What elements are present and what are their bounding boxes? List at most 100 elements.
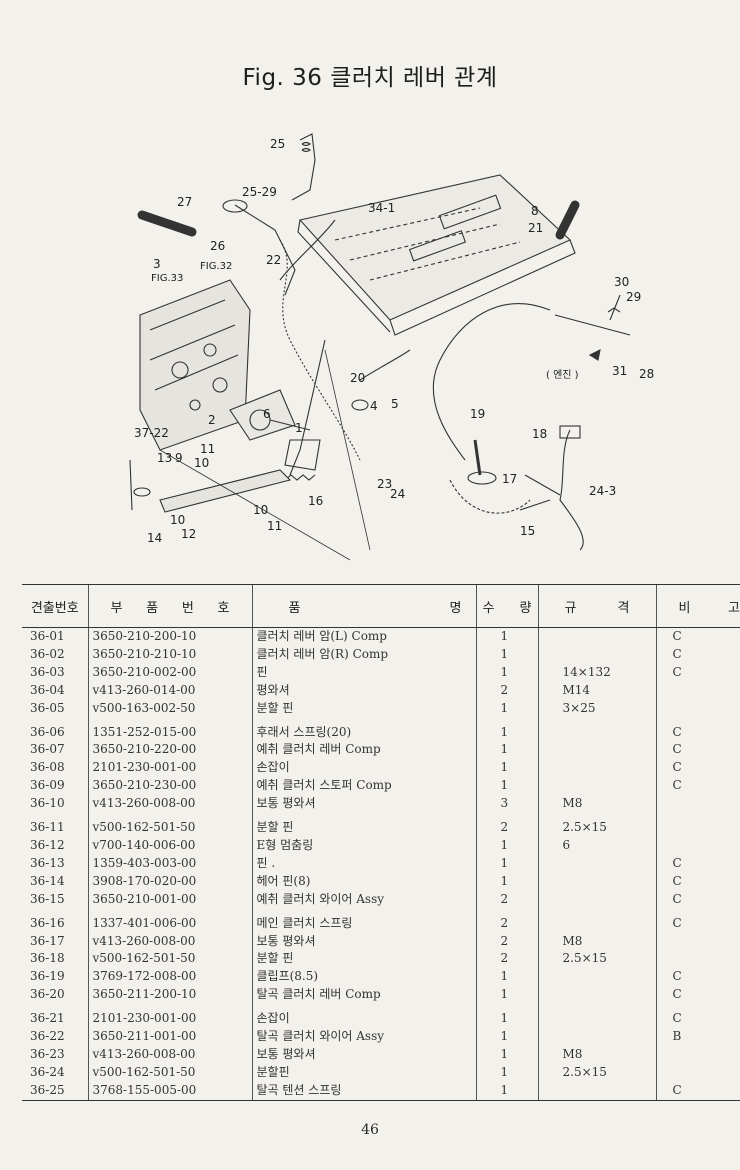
cell-name: 예취 클러치 레버 Comp [251,741,476,760]
cell-no: 36-03 [30,664,65,679]
cell-remark: C [655,627,740,646]
cell-part: 3650-210-220-00 [87,741,252,760]
cell-qty: 2 [475,950,538,969]
cell-qty: 1 [475,741,538,760]
cell-qty: 1 [475,663,538,682]
cell-remark [655,1045,740,1064]
cell-part: 3650-210-230-00 [87,777,252,796]
cell-no: 36-08 [30,760,65,775]
cell-no: 36-04 [30,682,65,697]
cell-qty: 1 [475,1081,538,1101]
cell-part: v413-260-008-00 [87,1045,252,1064]
callout-label: 37-22 [134,426,169,440]
cell-part: v500-162-501-50 [87,950,252,969]
callout-label: 17 [502,472,517,486]
callout-label: 3 [153,257,161,271]
callout-label: 30 [614,275,629,289]
cell-spec: 2.5×15 [537,950,656,969]
cell-no: 36-20 [30,987,65,1002]
cell-remark: C [655,968,740,987]
cell-no: 36-16 [30,915,65,930]
cell-spec: M8 [537,932,656,951]
cell-remark [655,932,740,951]
callout-label: 25 [270,137,285,151]
cell-name: 메인 클러치 스프링 [251,908,476,933]
cell-remark: C [655,717,740,742]
cell-name: 분할핀 [251,1063,476,1082]
callout-label: ( 엔진 ) [546,369,579,381]
cell-qty: 1 [475,1063,538,1082]
cell-part: 2101-230-001-00 [87,759,252,778]
cell-no: 36-01 [30,629,65,643]
cell-qty: 1 [475,1028,538,1046]
cell-name: 헤어 핀(8) [251,872,476,891]
cell-name: 분할 핀 [251,813,476,837]
callout-label: 16 [308,494,323,508]
cell-remark [655,699,740,718]
cell-spec [537,1028,656,1046]
cell-qty: 1 [475,968,538,987]
cell-no: 36-07 [30,742,65,757]
cell-no: 36-10 [30,796,65,811]
cell-name: 손잡이 [251,1004,476,1029]
callout-label: 34-1 [368,201,395,215]
callout-label: 6 [263,407,271,421]
cell-qty: 1 [475,1045,538,1064]
cell-remark: C [655,645,740,664]
cell-name: 핀 [251,663,476,682]
cell-name: 탈곡 클러치 와이어 Assy [251,1028,476,1046]
cell-remark: C [655,1081,740,1101]
cell-name: E형 멈춤링 [251,836,476,855]
cell-spec: 6 [537,836,656,855]
page-title: Fig. 36 클러치 레버 관계 [242,65,498,91]
cell-qty: 1 [475,872,538,891]
callout-label: 9 [175,451,183,465]
cell-no: 36-17 [30,933,65,948]
callout-label: 8 [531,204,539,218]
cell-no: 36-14 [30,873,65,888]
callout-label: 24-3 [589,484,616,498]
cell-name: 평와셔 [251,681,476,700]
cell-spec [537,645,656,664]
callout-label: 11 [267,519,282,533]
cell-part: 1359-403-003-00 [87,854,252,873]
callout-label: 21 [528,221,543,235]
cell-name: 예취 클러치 와이어 Assy [251,890,476,909]
cell-qty: 1 [475,986,538,1005]
callout-label: 13 [157,451,172,465]
callout-label: 29 [626,290,641,304]
page-number: 46 [361,1122,379,1138]
cell-qty: 1 [475,717,538,742]
callout-label: 25-29 [242,185,277,199]
cell-part: v413-260-008-00 [87,795,252,814]
cell-remark: C [655,759,740,778]
cell-no: 36-13 [30,855,65,870]
callout-label: 26 [210,239,225,253]
callout-label: 24 [390,487,405,501]
cell-no: 36-09 [30,778,65,793]
callout-label: 19 [470,407,485,421]
cell-part: 3650-210-210-10 [87,645,252,664]
cell-spec [537,777,656,796]
cell-spec: M14 [537,681,656,700]
cell-name: 보통 평와셔 [251,932,476,951]
cell-qty: 2 [475,813,538,837]
cell-qty: 1 [475,1004,538,1029]
cell-qty: 1 [475,777,538,796]
cell-part: v500-163-002-50 [87,699,252,718]
cell-name: 예취 클러치 스토퍼 Comp [251,777,476,796]
cell-qty: 1 [475,627,538,646]
cell-spec [537,872,656,891]
cell-spec [537,854,656,873]
